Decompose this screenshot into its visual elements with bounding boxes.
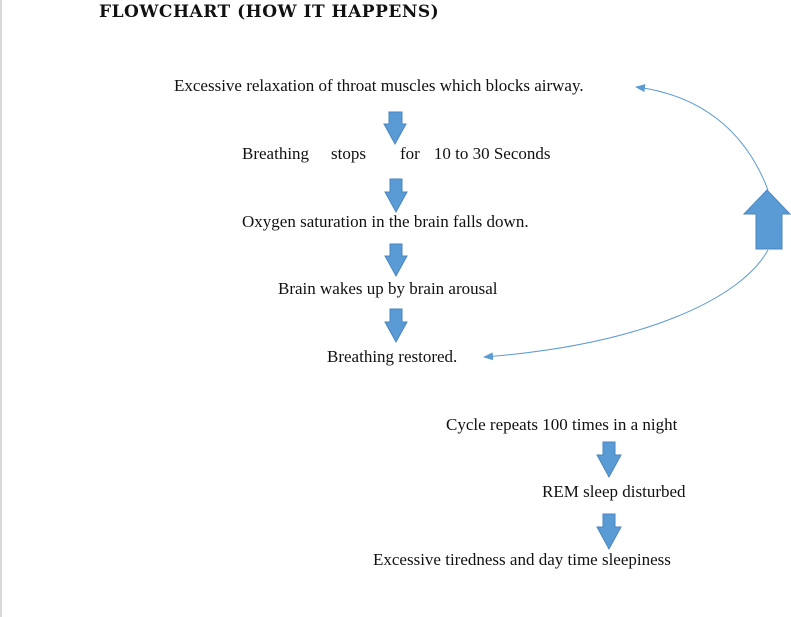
step-breathing-stops-duration: 10 to 30 Seconds (433, 144, 551, 163)
down-arrow-5 (596, 441, 622, 479)
step-breathing-stops-word3: for (400, 144, 420, 163)
flowchart-heading: FLOWCHART (HOW IT HAPPENS) (99, 2, 440, 22)
down-arrow-6 (596, 513, 622, 551)
step-brain-arousal: Brain wakes up by brain arousal (278, 279, 498, 298)
step-daytime-sleepiness: Excessive tiredness and day time sleepin… (373, 550, 671, 569)
cycle-up-arrow (742, 189, 791, 250)
step-breathing-restored: Breathing restored. (327, 347, 458, 366)
down-arrow-1 (383, 111, 407, 146)
down-arrow-3 (384, 243, 408, 278)
down-arrow-4 (384, 308, 408, 344)
step-breathing-stops-word1: Breathing (242, 144, 310, 163)
step-breathing-stops-word2: stops (331, 144, 367, 163)
step-rem-disturbed: REM sleep disturbed (542, 482, 686, 501)
return-connector-top (635, 84, 769, 191)
step-breathing-stops: Breathing stops for 10 to 30 Seconds (242, 144, 550, 164)
down-arrow-2 (384, 178, 408, 214)
page-left-edge (0, 0, 2, 617)
step-throat-relaxation: Excessive relaxation of throat muscles w… (174, 76, 584, 95)
return-connector-bottom (483, 249, 769, 361)
step-oxygen-falls: Oxygen saturation in the brain falls dow… (242, 212, 529, 231)
step-cycle-repeats: Cycle repeats 100 times in a night (446, 415, 678, 434)
